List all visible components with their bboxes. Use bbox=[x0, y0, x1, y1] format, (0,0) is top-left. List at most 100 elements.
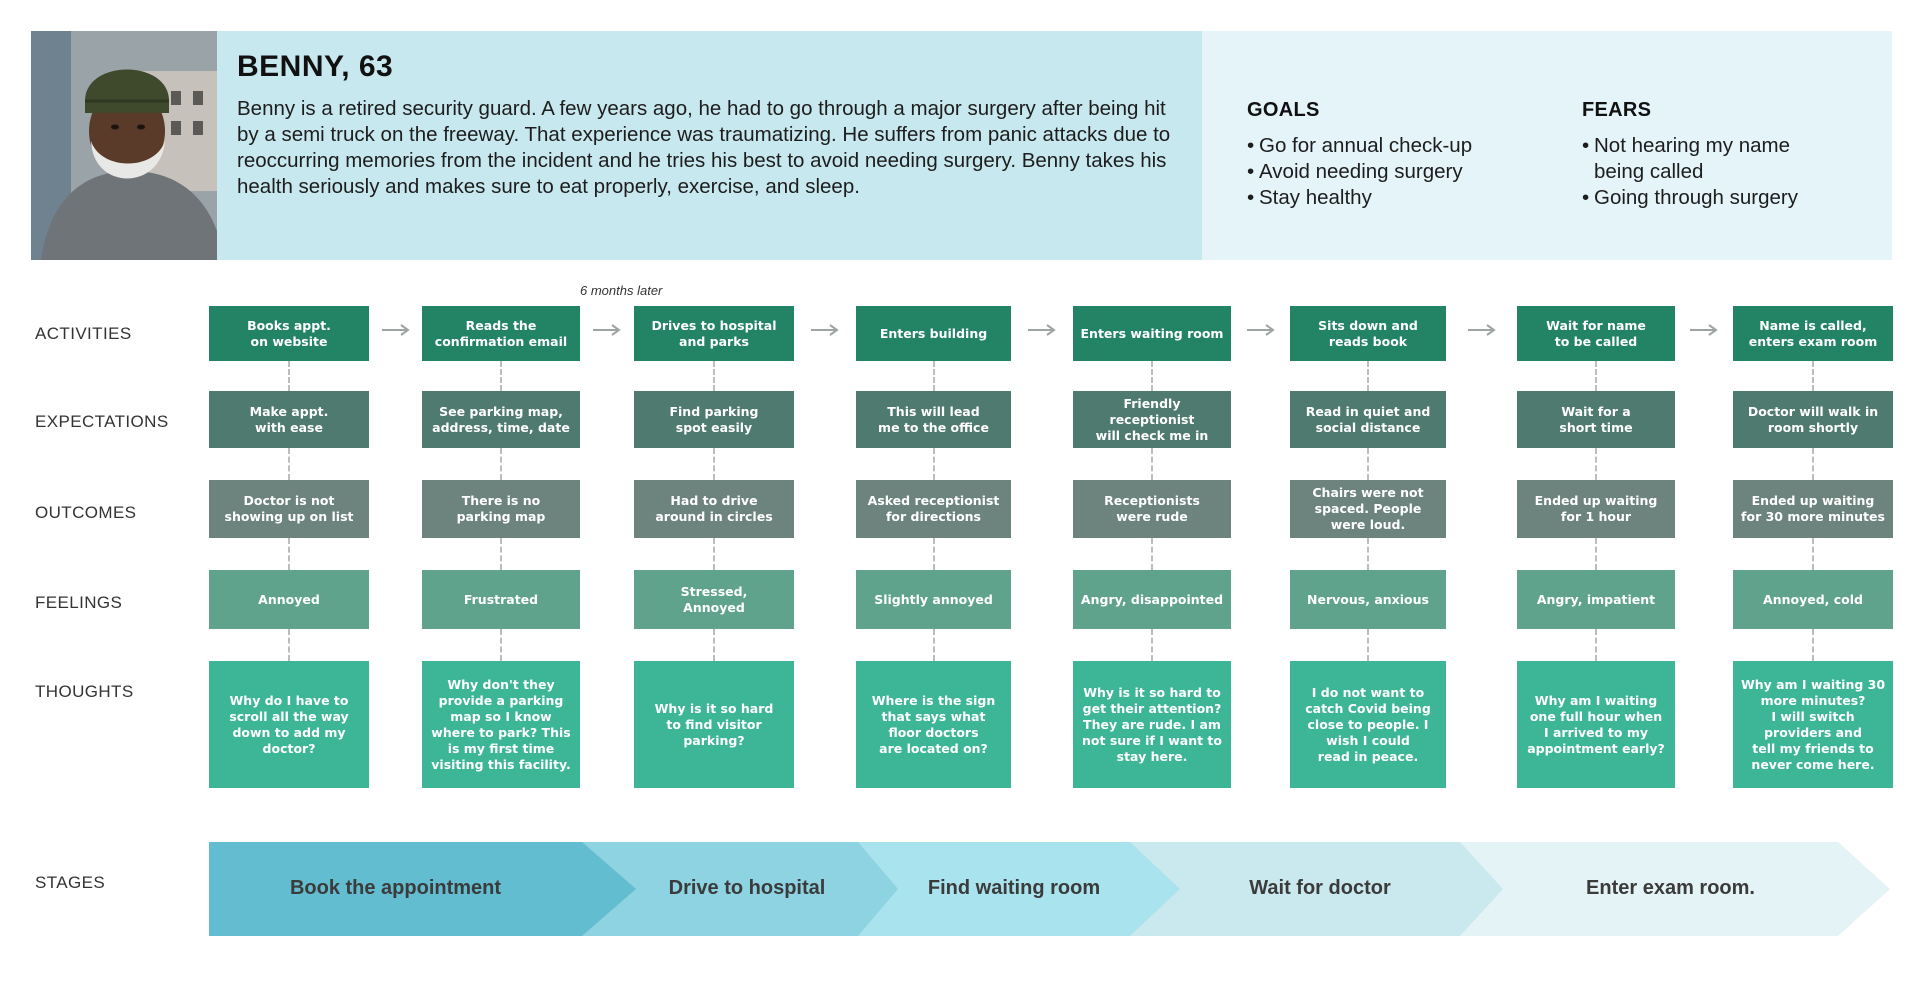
feeling-card: Nervous, anxious bbox=[1290, 570, 1446, 629]
row-connector bbox=[288, 448, 290, 480]
feeling-card: Angry, disappointed bbox=[1073, 570, 1231, 629]
persona-bio: Benny is a retired security guard. A few… bbox=[237, 97, 1171, 198]
fears-list: Not hearing my name being called Going t… bbox=[1582, 133, 1837, 211]
row-connector bbox=[1151, 448, 1153, 480]
persona-name: BENNY, 63 bbox=[237, 50, 394, 83]
fears-title: FEARS bbox=[1582, 99, 1652, 121]
row-label-expectations: EXPECTATIONS bbox=[35, 412, 169, 431]
fear-item: Going through surgery bbox=[1582, 185, 1837, 211]
fear-item: Not hearing my name being called bbox=[1582, 133, 1837, 185]
arrow-right-icon bbox=[1028, 324, 1056, 336]
stage-label: Enter exam room. bbox=[1586, 877, 1755, 899]
row-connector bbox=[1151, 538, 1153, 570]
expectation-card: Doctor will walk in room shortly bbox=[1733, 391, 1893, 448]
row-connector bbox=[288, 629, 290, 661]
row-connector bbox=[1812, 629, 1814, 661]
expectation-card: Make appt. with ease bbox=[209, 391, 369, 448]
row-connector bbox=[1595, 538, 1597, 570]
outcome-card: Asked receptionist for directions bbox=[856, 480, 1011, 538]
outcome-card: Had to drive around in circles bbox=[634, 480, 794, 538]
arrow-right-icon bbox=[381, 324, 410, 336]
feeling-card: Annoyed bbox=[209, 570, 369, 629]
thought-card: Why am I waiting one full hour when I ar… bbox=[1517, 661, 1675, 788]
thought-card: Why don't they provide a parking map so … bbox=[422, 661, 580, 788]
row-connector bbox=[1812, 361, 1814, 391]
goal-item: Go for annual check-up bbox=[1247, 133, 1547, 159]
outcome-card: Receptionists were rude bbox=[1073, 480, 1231, 538]
activity-card: Wait for name to be called bbox=[1517, 306, 1675, 361]
row-connector bbox=[1812, 448, 1814, 480]
row-connector bbox=[1151, 629, 1153, 661]
thought-card: Where is the sign that says what floor d… bbox=[856, 661, 1011, 788]
feeling-card: Angry, impatient bbox=[1517, 570, 1675, 629]
row-connector bbox=[500, 629, 502, 661]
row-connector bbox=[932, 448, 935, 480]
stage-label: Drive to hospital bbox=[668, 877, 826, 899]
row-connector bbox=[288, 361, 290, 391]
outcome-card: There is no parking map bbox=[422, 480, 580, 538]
row-connector bbox=[1595, 448, 1597, 480]
row-connector bbox=[713, 361, 715, 391]
feeling-card: Frustrated bbox=[422, 570, 580, 629]
outcome-card: Doctor is not showing up on list bbox=[209, 480, 369, 538]
expectation-card: This will lead me to the office bbox=[856, 391, 1011, 448]
thought-card: Why is it so hard to get their attention… bbox=[1073, 661, 1231, 788]
feeling-card: Stressed, Annoyed bbox=[634, 570, 794, 629]
row-label-outcomes: OUTCOMES bbox=[35, 503, 137, 522]
row-connector bbox=[500, 448, 502, 480]
expectation-card: Find parking spot easily bbox=[634, 391, 794, 448]
activity-card: Reads the confirmation email bbox=[422, 306, 580, 361]
goal-item: Avoid needing surgery bbox=[1247, 159, 1547, 185]
arrow-right-icon bbox=[1467, 324, 1496, 336]
activity-card: Enters building bbox=[856, 306, 1011, 361]
thought-card: Why do I have to scroll all the way down… bbox=[209, 661, 369, 788]
row-label-stages: STAGES bbox=[35, 873, 106, 892]
row-connector bbox=[1367, 629, 1369, 661]
activity-card: Drives to hospital and parks bbox=[634, 306, 794, 361]
expectation-card: Read in quiet and social distance bbox=[1290, 391, 1446, 448]
thought-card: Why is it so hard to find visitor parkin… bbox=[634, 661, 794, 788]
row-connector bbox=[1367, 538, 1369, 570]
stage-label: Book the appointment bbox=[289, 877, 502, 899]
persona-bio-panel bbox=[217, 31, 1202, 260]
row-connector bbox=[713, 448, 715, 480]
thought-card: Why am I waiting 30 more minutes? I will… bbox=[1733, 661, 1893, 788]
stage-label: Wait for doctor bbox=[1249, 877, 1391, 899]
expectation-card: Wait for a short time bbox=[1517, 391, 1675, 448]
row-label-thoughts: THOUGHTS bbox=[35, 682, 134, 701]
row-connector bbox=[932, 361, 935, 391]
row-connector bbox=[500, 538, 502, 570]
row-connector bbox=[932, 538, 935, 570]
row-connector bbox=[932, 629, 935, 661]
time-annotation: 6 months later bbox=[580, 283, 663, 298]
activity-card: Sits down and reads book bbox=[1290, 306, 1446, 361]
feeling-card: Annoyed, cold bbox=[1733, 570, 1893, 629]
row-label-feelings: FEELINGS bbox=[35, 593, 123, 612]
stage-label: Find waiting room bbox=[927, 877, 1101, 899]
goals-title: GOALS bbox=[1247, 99, 1320, 121]
arrow-right-icon bbox=[1690, 324, 1718, 336]
row-connector bbox=[713, 538, 715, 570]
arrow-right-icon bbox=[593, 324, 621, 336]
row-connector bbox=[1595, 629, 1597, 661]
outcome-card: Ended up waiting for 30 more minutes bbox=[1733, 480, 1893, 538]
row-connector bbox=[288, 538, 290, 570]
expectation-card: Friendly receptionist will check me in bbox=[1073, 391, 1231, 448]
row-connector bbox=[1367, 361, 1369, 391]
outcome-card: Ended up waiting for 1 hour bbox=[1517, 480, 1675, 538]
feeling-card: Slightly annoyed bbox=[856, 570, 1011, 629]
arrow-right-icon bbox=[1246, 324, 1275, 336]
arrow-right-icon bbox=[811, 324, 839, 336]
row-connector bbox=[1151, 361, 1153, 391]
row-connector bbox=[1812, 538, 1814, 570]
row-connector bbox=[1595, 361, 1597, 391]
activity-card: Books appt. on website bbox=[209, 306, 369, 361]
activity-card: Enters waiting room bbox=[1073, 306, 1231, 361]
outcome-card: Chairs were not spaced. People were loud… bbox=[1290, 480, 1446, 538]
row-connector bbox=[713, 629, 715, 661]
goal-item: Stay healthy bbox=[1247, 185, 1547, 211]
row-label-activities: ACTIVITIES bbox=[35, 324, 132, 343]
goals-list: Go for annual check-up Avoid needing sur… bbox=[1247, 133, 1547, 211]
expectation-card: See parking map, address, time, date bbox=[422, 391, 580, 448]
row-connector bbox=[500, 361, 502, 391]
